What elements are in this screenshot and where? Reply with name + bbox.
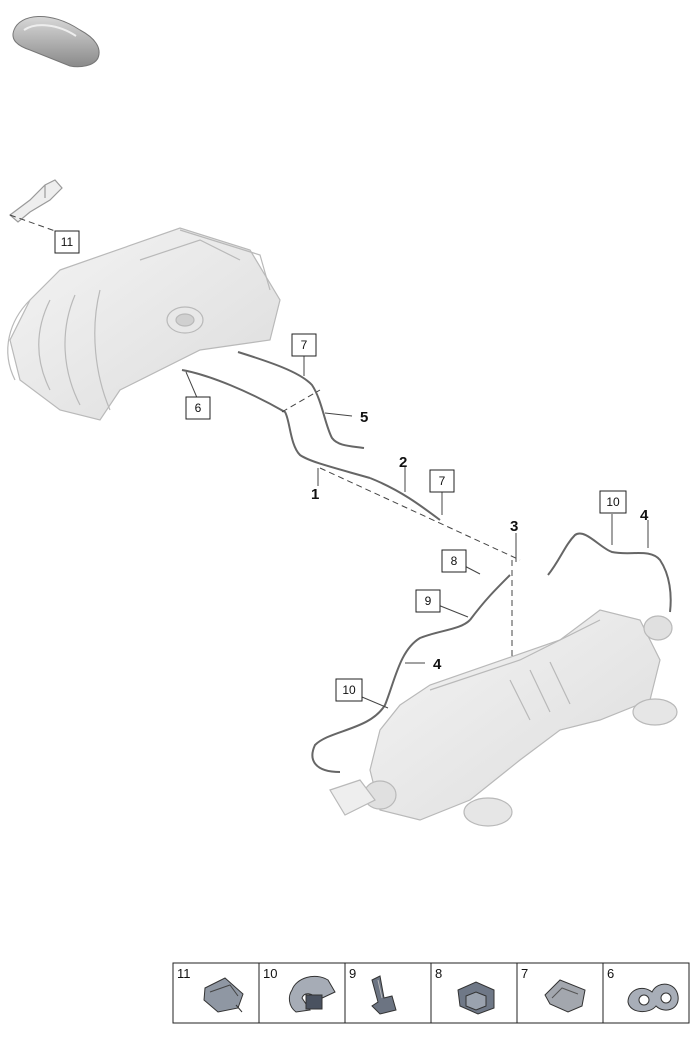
legend-label-8: 8: [435, 966, 442, 981]
legend-label-9: 9: [349, 966, 356, 981]
clip-9-icon: [371, 975, 397, 1015]
callout-7-lower: 7: [429, 469, 455, 493]
callout-4-upper: 4: [640, 507, 649, 524]
rear-silencer-part: [329, 609, 678, 827]
svg-text:6: 6: [195, 401, 202, 415]
clip-8-icon: [457, 981, 495, 1015]
callout-6: 6: [185, 396, 211, 420]
clip-11-icon: [203, 977, 244, 1013]
callout-4-lower: 4: [433, 656, 442, 673]
legend-label-6: 6: [607, 966, 614, 981]
clip-10-icon: [288, 975, 336, 1013]
callout-9: 9: [415, 589, 441, 613]
svg-text:11: 11: [61, 235, 74, 249]
svg-text:9: 9: [425, 594, 432, 608]
svg-text:7: 7: [301, 338, 308, 352]
legend-label-11: 11: [177, 966, 191, 981]
svg-text:10: 10: [342, 683, 356, 697]
callout-11: 11: [54, 230, 80, 254]
svg-text:10: 10: [606, 495, 620, 509]
callout-10-lower: 10: [335, 678, 363, 702]
callout-5: 5: [360, 409, 368, 426]
car-silhouette-icon: [12, 16, 100, 68]
clip-6-icon: [627, 983, 679, 1012]
callout-2: 2: [399, 454, 407, 471]
legend-label-10: 10: [263, 966, 277, 981]
svg-text:8: 8: [451, 554, 458, 568]
hose-lines: [181, 351, 672, 773]
clip-7-icon: [544, 979, 586, 1013]
intake-manifold-part: [7, 227, 281, 421]
callout-8: 8: [441, 549, 467, 573]
callout-7-upper: 7: [291, 333, 317, 357]
dashed-guides: [9, 214, 521, 660]
callout-10-upper: 10: [599, 490, 627, 514]
legend-label-7: 7: [521, 966, 528, 981]
svg-text:7: 7: [439, 474, 446, 488]
callout-3: 3: [510, 518, 518, 535]
bracket-part: [9, 179, 63, 223]
callout-1: 1: [311, 486, 319, 503]
parts-legend: 11 10 9 8 7 6: [172, 962, 690, 1024]
